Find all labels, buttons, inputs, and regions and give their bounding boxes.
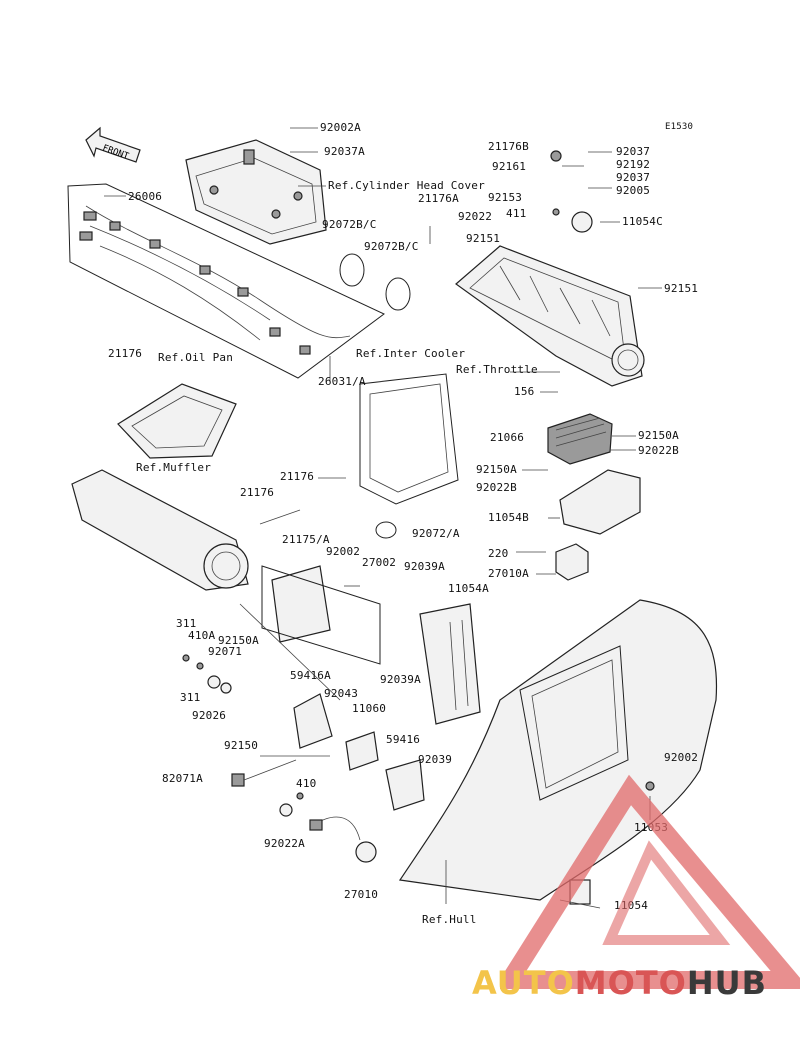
label-220: 220 <box>488 547 509 560</box>
label-92005: 92005 <box>616 184 651 197</box>
module-59416a-part <box>293 693 425 811</box>
hull-part <box>398 599 718 901</box>
label-92037-2: 92037 <box>616 171 651 184</box>
label-ref-hull: Ref.Hull <box>422 913 477 926</box>
label-311-1: 311 <box>176 617 197 630</box>
intake-manifold-part <box>455 245 645 387</box>
label-92022a: 92022A <box>264 837 305 850</box>
label-92161: 92161 <box>492 160 527 173</box>
cylinder-head-cover-part <box>185 139 327 245</box>
label-92043: 92043 <box>324 687 359 700</box>
label-92071: 92071 <box>208 645 243 658</box>
label-92002-2: 92002 <box>664 751 699 764</box>
label-92039a-2: 92039A <box>380 673 421 686</box>
label-82071a: 82071A <box>162 772 203 785</box>
o-ring-part <box>339 253 411 539</box>
label-11054a: 11054A <box>448 582 489 595</box>
label-92072bc-2: 92072B/C <box>364 240 419 253</box>
label-92039: 92039 <box>418 753 453 766</box>
label-92150a-3: 92150A <box>218 634 259 647</box>
label-ref-inter-cooler: Ref.Inter Cooler <box>356 347 466 360</box>
label-ref-oil-pan: Ref.Oil Pan <box>158 351 234 364</box>
label-21176-3: 21176 <box>240 486 275 499</box>
label-21066: 21066 <box>490 431 525 444</box>
watermark-part-3: HUB <box>686 964 768 1002</box>
label-410a: 410A <box>188 629 216 642</box>
label-11054b: 11054B <box>488 511 529 524</box>
label-410: 410 <box>296 777 317 790</box>
label-92026: 92026 <box>192 709 227 722</box>
label-ref-throttle: Ref.Throttle <box>456 363 538 376</box>
label-92039a-1: 92039A <box>404 560 445 573</box>
label-92022b-2: 92022B <box>476 481 517 494</box>
label-92150a-1: 92150A <box>638 429 679 442</box>
label-21176a: 21176A <box>418 192 459 205</box>
label-11060: 11060 <box>352 702 387 715</box>
label-27010: 27010 <box>344 888 379 901</box>
bracket-11054a-part <box>419 603 481 725</box>
label-92037-1: 92037 <box>616 145 651 158</box>
label-411: 411 <box>506 207 527 220</box>
label-92150: 92150 <box>224 739 259 752</box>
label-92072a: 92072/A <box>412 527 460 540</box>
label-92037a: 92037A <box>324 145 365 158</box>
relay-27010a-part <box>555 543 589 581</box>
sensor-27010-part <box>309 816 377 863</box>
watermark-part-2: MOTO <box>574 964 687 1002</box>
label-59416: 59416 <box>386 733 421 746</box>
label-26006: 26006 <box>128 190 163 203</box>
oil-pan-part <box>117 383 237 459</box>
label-92150a-2: 92150A <box>476 463 517 476</box>
label-92002-1: 92002 <box>326 545 361 558</box>
label-21175a: 21175/A <box>282 533 330 546</box>
ecu-box-part <box>261 565 381 665</box>
label-92022: 92022 <box>458 210 493 223</box>
watermark-logo: AUTOMOTOHUB <box>472 966 767 1000</box>
label-27010a: 27010A <box>488 567 529 580</box>
label-ref-cylinder-head-cover: Ref.Cylinder Head Cover <box>328 179 485 192</box>
bracket-11054b-part <box>559 469 641 535</box>
watermark-triangle-icon <box>500 774 800 989</box>
inter-cooler-part <box>359 373 459 505</box>
regulator-part <box>547 413 613 465</box>
label-92153: 92153 <box>488 191 523 204</box>
diagram-code: E1530 <box>665 122 694 132</box>
label-11054c: 11054C <box>622 215 663 228</box>
label-92192: 92192 <box>616 158 651 171</box>
label-311-2: 311 <box>180 691 201 704</box>
label-59416a: 59416A <box>290 669 331 682</box>
front-arrow-icon: FRONT <box>85 126 141 163</box>
label-92072bc-1: 92072B/C <box>322 218 377 231</box>
label-26031a: 26031/A <box>318 375 366 388</box>
label-21176-2: 21176 <box>280 470 315 483</box>
label-92002a: 92002A <box>320 121 361 134</box>
label-156: 156 <box>514 385 535 398</box>
watermark-part-1: AUTO <box>472 964 575 1002</box>
wiring-harness-part <box>67 183 385 379</box>
muffler-part <box>71 469 249 591</box>
label-21176-1: 21176 <box>108 347 143 360</box>
label-21176b: 21176B <box>488 140 529 153</box>
label-92022b-1: 92022B <box>638 444 679 457</box>
label-92151-2: 92151 <box>664 282 699 295</box>
label-27002: 27002 <box>362 556 397 569</box>
label-92151-1: 92151 <box>466 232 501 245</box>
label-ref-muffler: Ref.Muffler <box>136 461 212 474</box>
